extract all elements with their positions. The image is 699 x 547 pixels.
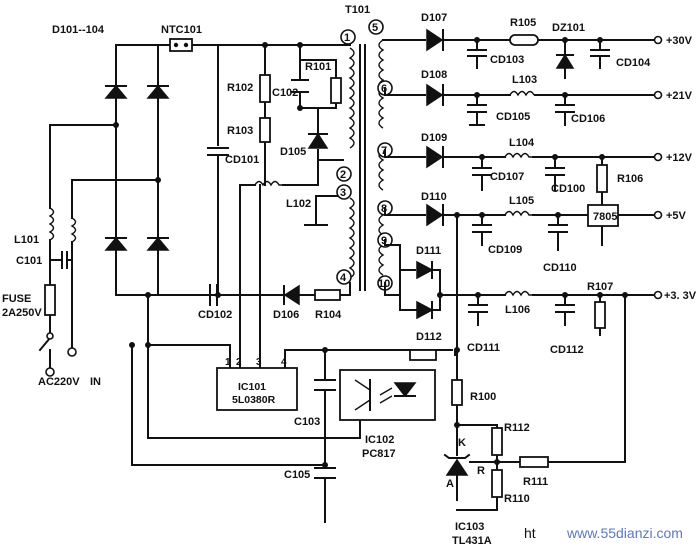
label-d109: D109 [421, 132, 447, 144]
label-ac220v: AC220V [38, 376, 80, 388]
label-cd106: CD106 [571, 113, 605, 125]
label-cd100: CD100 [551, 183, 585, 195]
output-label-5v: +5V [666, 210, 687, 222]
pin-8: 8 [381, 203, 387, 215]
label-c103: C103 [294, 416, 320, 428]
label-c101: C101 [16, 255, 42, 267]
bridge-rectifier [104, 84, 170, 251]
label-r103: R103 [227, 125, 253, 137]
label-cd101: CD101 [225, 154, 259, 166]
label-d111: D111 [416, 245, 441, 257]
label-d105: D105 [280, 146, 306, 158]
label-r110: R110 [504, 493, 530, 505]
label-l103: L103 [512, 74, 537, 86]
tl431-symbol [445, 458, 469, 476]
watermark-prefix: ht [524, 525, 536, 541]
label-d106: D106 [273, 309, 299, 321]
pin-3: 3 [340, 187, 346, 199]
label-r111: R111 [523, 476, 548, 488]
label-t101: T101 [345, 4, 370, 16]
label-7805: 7805 [593, 211, 617, 223]
label-l101: L101 [14, 234, 39, 246]
ic101-pin3: 3 [256, 357, 262, 368]
label-d101-104: D101--104 [52, 24, 105, 36]
label-d110: D110 [421, 191, 447, 203]
ac-terminal-2 [67, 347, 77, 357]
label-d107: D107 [421, 12, 447, 24]
label-cd112: CD112 [550, 344, 584, 356]
label-l104: L104 [509, 137, 535, 149]
label-l106: L106 [505, 304, 530, 316]
ic101-pin1: 1 [225, 357, 231, 368]
label-r112: R112 [504, 422, 530, 434]
label-cd104: CD104 [616, 57, 651, 69]
label-cd109: CD109 [488, 244, 522, 256]
optocoupler-pc817 [339, 369, 436, 421]
label-r105: R105 [510, 17, 536, 29]
output-terminal-5v [653, 210, 663, 220]
output-terminal-30v [653, 35, 663, 45]
output-label-3v3: +3. 3V [664, 290, 697, 302]
label-r106: R106 [617, 173, 643, 185]
output-label-12v: +12V [666, 152, 693, 164]
junction-dots [113, 37, 628, 468]
tl431-k: K [458, 437, 466, 449]
pin-10: 10 [378, 278, 390, 290]
label-cd107: CD107 [490, 171, 524, 183]
label-ntc101: NTC101 [161, 24, 202, 36]
label-fuse-rating: 2A250V [2, 307, 42, 319]
label-tl431a: TL431A [452, 535, 492, 547]
label-r104: R104 [315, 309, 342, 321]
label-d112: D112 [416, 331, 442, 343]
output-terminal-3v3 [653, 290, 663, 300]
label-dz101: DZ101 [552, 22, 585, 34]
output-label-30v: +30V [666, 35, 693, 47]
ac-terminal-1 [45, 367, 55, 377]
ntc-thermistor [169, 38, 193, 52]
pin-7: 7 [381, 145, 387, 157]
label-r107: R107 [587, 281, 613, 293]
label-5l0380r: 5L0380R [232, 394, 276, 406]
tl431-r: R [477, 465, 485, 477]
label-pc817: PC817 [362, 448, 396, 460]
pin-2: 2 [340, 169, 346, 181]
output-terminal-21v [653, 90, 663, 100]
label-ac-in: IN [90, 376, 101, 388]
pin-5: 5 [372, 22, 378, 34]
label-r101: R101 [305, 61, 331, 73]
ic101-pin2: 2 [236, 357, 242, 368]
output-label-21v: +21V [666, 90, 693, 102]
output-terminal-12v [653, 152, 663, 162]
watermark-site: www.55dianzi.com [566, 525, 683, 541]
label-c102: C102 [272, 87, 298, 99]
ic101-box [216, 367, 298, 411]
label-ic101: IC101 [238, 381, 266, 393]
label-c105: C105 [284, 469, 310, 481]
pin-6: 6 [381, 83, 387, 95]
label-cd110: CD110 [543, 262, 577, 274]
pin-1: 1 [344, 32, 350, 44]
regulator-7805 [587, 204, 619, 227]
label-d108: D108 [421, 69, 447, 81]
label-ic103: IC103 [455, 521, 484, 533]
label-cd102: CD102 [198, 309, 232, 321]
ic101-pin4: 4 [281, 357, 287, 368]
l101-inductor [48, 207, 55, 241]
label-r102: R102 [227, 82, 253, 94]
label-ic102: IC102 [365, 434, 394, 446]
pin-4: 4 [340, 272, 347, 284]
label-l102: L102 [286, 198, 311, 210]
label-fuse: FUSE [2, 293, 31, 305]
label-r100: R100 [470, 391, 496, 403]
label-cd103: CD103 [490, 54, 524, 66]
label-cd111: CD111 [467, 342, 500, 354]
pin-9: 9 [381, 235, 387, 247]
fuse [44, 284, 56, 316]
label-l105: L105 [509, 195, 534, 207]
label-cd105: CD105 [496, 111, 530, 123]
tl431-a: A [446, 478, 454, 490]
transformer-t101 [336, 19, 393, 291]
